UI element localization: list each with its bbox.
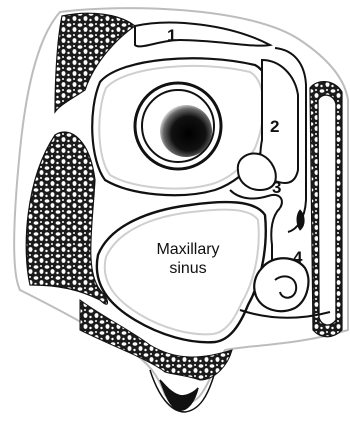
label-3: 3 — [272, 178, 281, 197]
label-1: 1 — [167, 26, 176, 45]
maxillary-sinus-label-line2: sinus — [169, 260, 206, 277]
maxillary-sinus-label-line1: Maxillary — [156, 241, 219, 258]
label-2: 2 — [270, 117, 279, 136]
lens-dark — [160, 105, 212, 157]
septum-cavity — [318, 95, 336, 325]
label-4: 4 — [293, 248, 303, 267]
